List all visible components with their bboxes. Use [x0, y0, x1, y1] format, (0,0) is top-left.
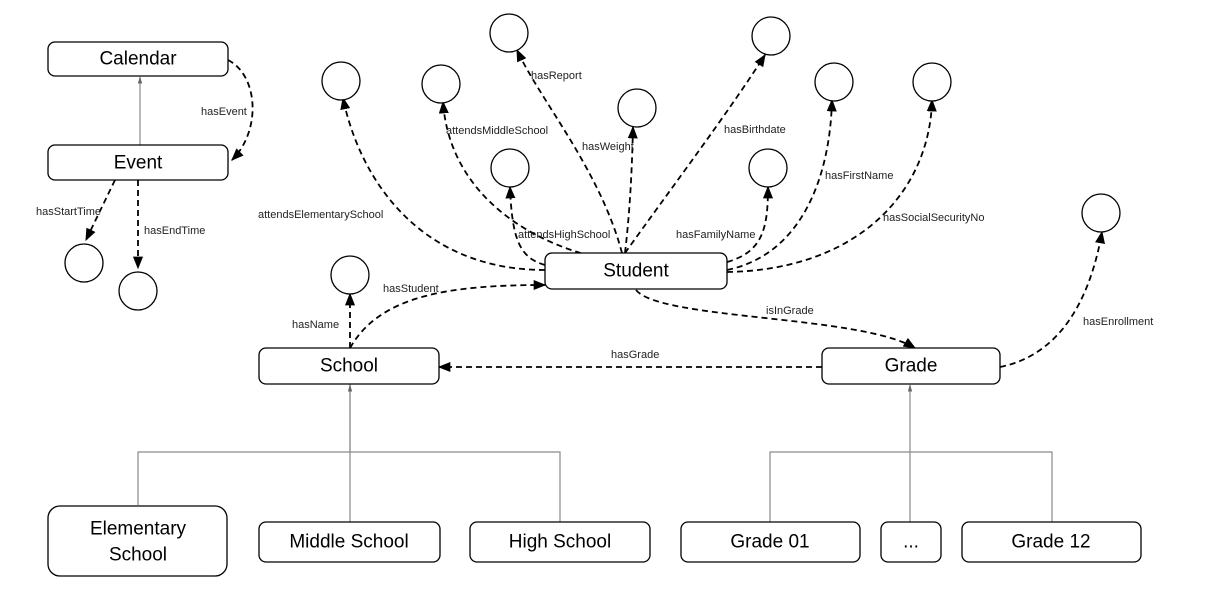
edge-labels: hasEvent hasStartTime hasEndTime hasRepo… — [36, 70, 1153, 361]
has-social-security-no-label: hasSocialSecurityNo — [883, 212, 985, 224]
has-birthdate-edge — [624, 53, 766, 254]
ellipsis-node: ... — [880, 521, 942, 563]
grade-12-label: Grade 12 — [1011, 532, 1090, 553]
ellipsis-label: ... — [903, 532, 919, 553]
family-name-literal — [748, 148, 788, 188]
has-event-label: hasEvent — [201, 106, 247, 118]
start-time-literal — [64, 243, 104, 283]
event-node: Event — [47, 144, 229, 181]
elementary-label-line2: School — [109, 545, 167, 566]
middle-school-label: Middle School — [289, 532, 408, 553]
elementary-school-literal — [321, 61, 361, 101]
has-start-time-edge — [85, 179, 116, 242]
enrollment-literal — [1081, 193, 1121, 233]
has-enrollment-edge — [999, 230, 1105, 368]
school-subclass-tree-line — [137, 384, 561, 522]
has-student-label: hasStudent — [383, 283, 439, 295]
grade-node: Grade — [821, 347, 1001, 385]
grade-01-node: Grade 01 — [680, 521, 861, 563]
has-end-time-label: hasEndTime — [144, 225, 205, 237]
hierarchy-lines — [137, 76, 1053, 522]
has-event-edge — [227, 59, 254, 161]
end-time-literal — [118, 271, 158, 311]
grade-01-label: Grade 01 — [730, 532, 809, 553]
has-weight-label: hasWeight — [582, 141, 634, 153]
has-enrollment-label: hasEnrollment — [1083, 316, 1153, 328]
attends-elementary-school-edge — [340, 96, 546, 271]
has-family-name-label: hasFamilyName — [676, 229, 755, 241]
school-name-literal — [330, 255, 370, 295]
is-in-grade-label: isInGrade — [766, 305, 814, 317]
has-family-name-edge — [726, 185, 774, 263]
has-grade-label: hasGrade — [611, 349, 659, 361]
middle-school-literal — [421, 64, 461, 104]
property-edges — [85, 48, 1105, 373]
grade-label: Grade — [885, 356, 938, 377]
has-first-name-edge — [726, 98, 837, 271]
attends-high-school-label: attendsHighSchool — [518, 229, 610, 241]
has-social-security-no-edge — [726, 98, 937, 273]
event-label: Event — [114, 153, 163, 174]
student-label: Student — [603, 261, 669, 282]
middle-school-node: Middle School — [258, 521, 441, 563]
has-weight-edge — [624, 125, 638, 254]
first-name-literal — [814, 62, 854, 102]
calendar-label: Calendar — [99, 49, 177, 70]
has-name-label: hasName — [292, 319, 339, 331]
birthdate-literal — [751, 16, 791, 56]
weight-literal — [617, 88, 657, 128]
high-school-literal — [490, 148, 530, 188]
attends-middle-school-label: attendsMiddleSchool — [446, 125, 548, 137]
has-report-label: hasReport — [531, 70, 582, 82]
has-report-edge — [516, 48, 623, 254]
has-birthdate-label: hasBirthdate — [724, 124, 786, 136]
high-school-label: High School — [509, 532, 611, 553]
student-node: Student — [544, 252, 728, 290]
attends-elementary-school-label: attendsElementarySchool — [258, 209, 383, 221]
literal-nodes — [64, 13, 1121, 311]
report-literal — [489, 13, 529, 53]
grade-subclass-tree-line — [769, 451, 1053, 522]
elementary-school-node: Elementary School — [47, 505, 228, 577]
high-school-node: High School — [469, 521, 651, 563]
school-label: School — [320, 356, 378, 377]
elementary-label-line1: Elementary — [90, 519, 187, 540]
grade-12-node: Grade 12 — [961, 521, 1142, 563]
has-student-edge — [349, 279, 547, 349]
attends-high-school-edge — [505, 185, 546, 266]
calendar-node: Calendar — [47, 41, 229, 77]
has-first-name-label: hasFirstName — [825, 170, 893, 182]
is-in-grade-edge — [635, 289, 917, 349]
school-node: School — [258, 347, 440, 385]
social-security-no-literal — [912, 62, 952, 102]
has-start-time-label: hasStartTime — [36, 206, 101, 218]
